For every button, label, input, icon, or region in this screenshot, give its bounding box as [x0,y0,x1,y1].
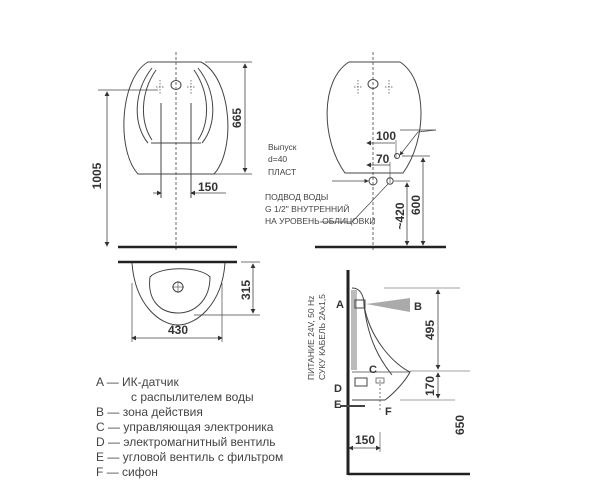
label-b: B [414,301,422,313]
legend-item-d: D — электромагнитный вентиль [96,435,276,449]
mounting-mark-icon [156,80,195,94]
legend-item-a: A — ИК-датчик [96,375,179,389]
svg-text:ПОДВОД ВОДЫ: ПОДВОД ВОДЫ [265,192,328,202]
legend: A — ИК-датчик с распылителем воды B — зо… [96,375,356,480]
svg-text:НА УРОВЕНЬ ОБЛИЦОВКИ: НА УРОВЕНЬ ОБЛИЦОВКИ [265,216,375,226]
label-f: F [385,406,392,418]
power-note-line1: ПИТАНИЕ 24V, 50 Hz [306,296,316,380]
legend-item-e: E — угловой вентиль с фильтром [96,450,284,464]
water-supply-note: ПОДВОД ВОДЫ G 1/2" ВНУТРЕННИЙ НА УРОВЕНЬ… [265,192,375,226]
mounting-mark-icon [354,80,393,94]
dim-70: 70 [376,152,390,166]
svg-text:G 1/2" ВНУТРЕННИЙ: G 1/2" ВНУТРЕННИЙ [265,203,349,214]
dim-315: 315 [239,280,253,300]
drain-icon [386,177,394,185]
spray-hole-icon [367,79,379,89]
dim-495: 495 [423,320,437,340]
label-c: C [369,364,377,376]
legend-item-f: F — сифон [96,465,158,479]
sensor-icon [354,299,366,309]
side-view [340,270,470,476]
sensor-beam-icon [366,298,410,312]
legend-item-b: B — зона действия [96,405,203,419]
spray-hole-icon [170,80,182,90]
back-view [315,52,446,250]
legend-item-a-cont: с распылителем воды [131,390,254,404]
water-inlet-icon [394,153,400,159]
top-view [118,260,260,342]
drain-grate-icon [172,281,184,293]
svg-text:ПЛАСТ: ПЛАСТ [268,167,296,177]
svg-text:Выпуск: Выпуск [268,142,297,152]
dim-600: 600 [409,195,423,215]
drain-note: Выпуск d=40 ПЛАСТ [268,142,297,177]
dim-100: 100 [376,129,396,143]
svg-text:d=40: d=40 [268,154,287,164]
label-d: D [334,383,342,395]
legend-item-c: C — управляющая электроника [96,420,274,434]
dim-650: 650 [453,415,467,435]
label-a: A [336,299,344,311]
dim-1005: 1005 [90,162,104,189]
dim-150-wall: 150 [355,433,375,447]
label-e: E [334,399,341,411]
dim-150-inlets: 150 [198,180,218,194]
front-view [98,52,252,250]
dim-430: 430 [168,323,188,337]
dim-665: 665 [230,108,244,128]
dim-170: 170 [423,376,437,396]
drain-icon [368,176,378,186]
dim-420: ~420 [393,202,407,229]
power-note-line2: СУКУ КАБЕЛЬ 2Ax1,5 [317,294,327,380]
solenoid-valve-icon [354,377,368,387]
